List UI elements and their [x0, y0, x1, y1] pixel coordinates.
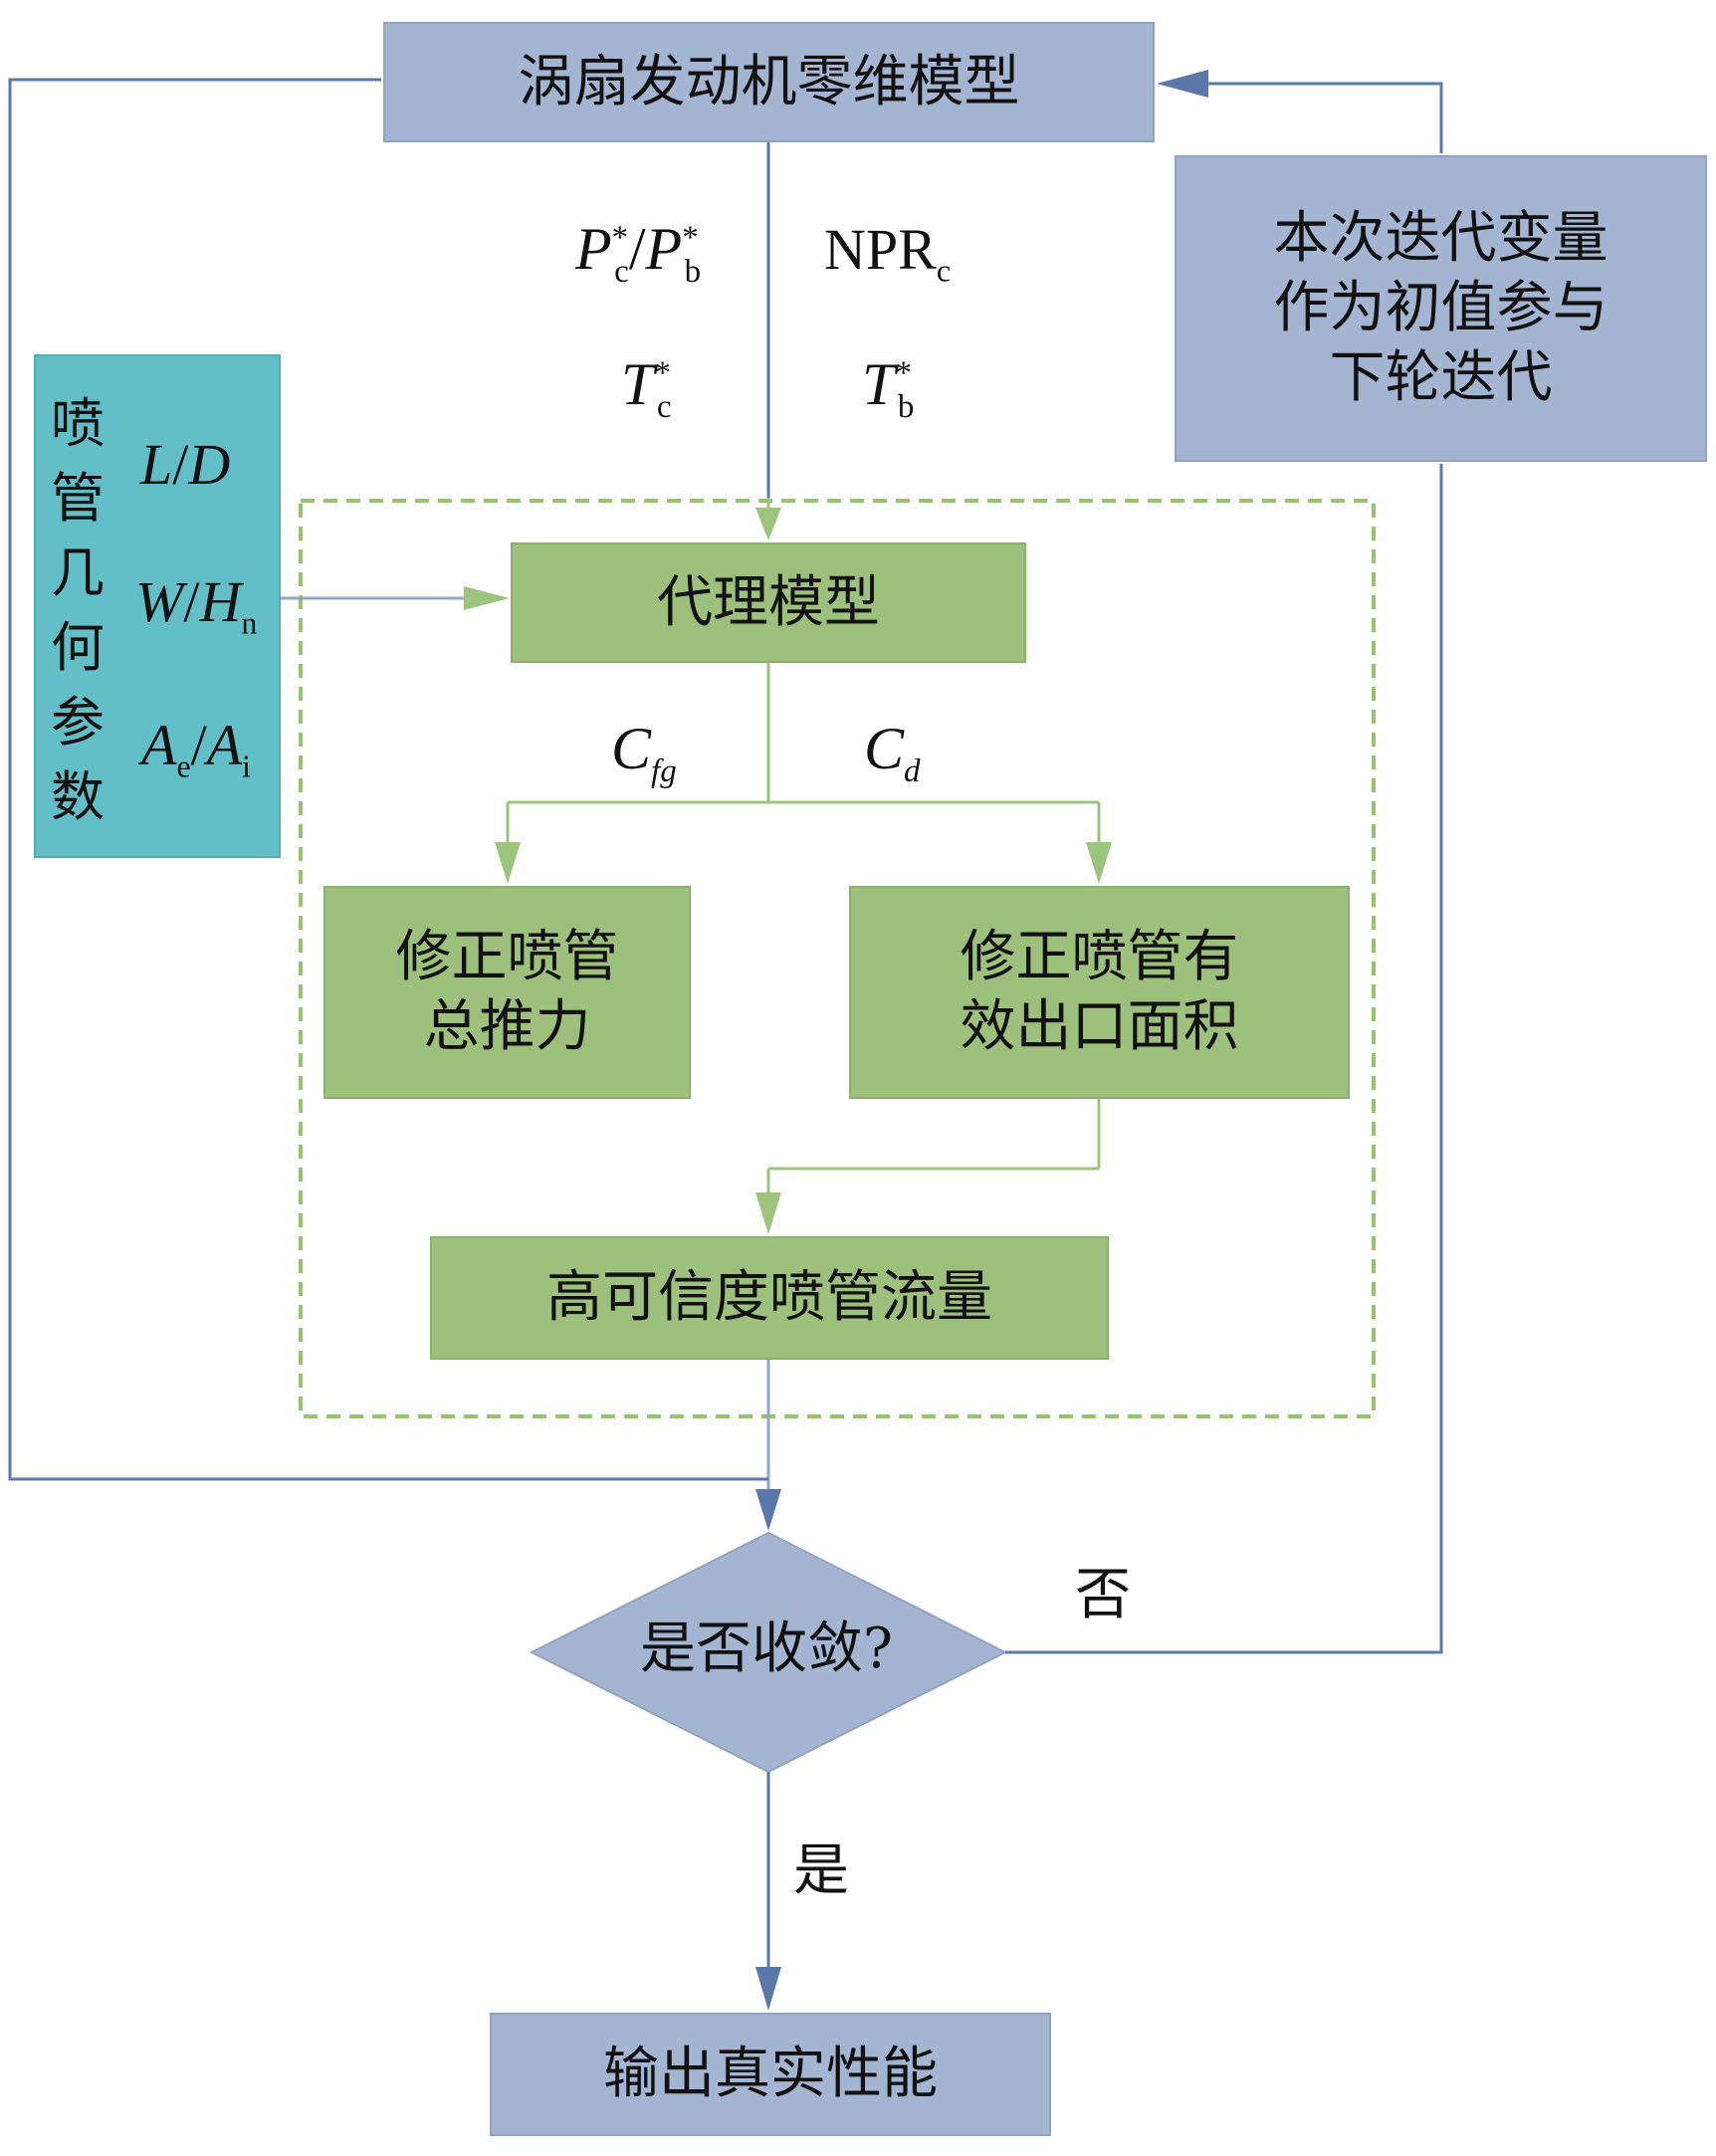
- arrow-to-flow: [755, 1192, 781, 1234]
- engine-bypass-line: [8, 78, 768, 1481]
- geometry-title-char: 数: [51, 765, 105, 828]
- geometry-params-box[interactable]: 喷 管 几 何 参 数 L/D W/Hn Ae/Ai: [34, 354, 281, 858]
- geometry-title-char: 管: [51, 467, 105, 530]
- param-area-ratio: Ae/Ai: [141, 713, 252, 784]
- iteration-vars-box[interactable]: 本次迭代变量 作为初值参与 下轮迭代: [1175, 155, 1707, 462]
- no-branch-label: 否: [1075, 1565, 1131, 1626]
- corrected-thrust-box[interactable]: 修正喷管 总推力: [323, 886, 691, 1099]
- npr-label: NPRc: [824, 217, 951, 289]
- surrogate-model-box[interactable]: 代理模型: [511, 542, 1026, 663]
- geometry-title-char: 参: [51, 691, 105, 754]
- pressure-ratio-label: P*c/P*b: [575, 216, 702, 290]
- surrogate-boundary: [299, 499, 1376, 1418]
- geometry-title-char: 何: [51, 616, 105, 679]
- param-length-diameter: L/D: [140, 432, 231, 497]
- arrow-geometry: [464, 586, 510, 610]
- corrected-area-box[interactable]: 修正喷管有 效出口面积: [849, 886, 1350, 1099]
- engine-model-box[interactable]: 涡扇发动机零维模型: [383, 22, 1155, 142]
- output-label: 输出真实性能: [603, 2042, 938, 2106]
- geometry-params-title: 喷 管 几 何 参 数: [50, 386, 106, 834]
- iteration-to-engine-line: [1204, 82, 1443, 153]
- converged-question-label: 是否收敛?: [639, 1617, 894, 1681]
- param-width-height: W/Hn: [135, 569, 258, 641]
- nozzle-flow-box[interactable]: 高可信度喷管流量: [430, 1236, 1109, 1360]
- corrected-thrust-label: 修正喷管 总推力: [395, 925, 619, 1059]
- arrow-to-thrust: [495, 842, 521, 884]
- yes-branch-label: 是: [793, 1840, 849, 1902]
- no-branch-line: [1005, 464, 1443, 1654]
- thrust-coefficient-label: Cfg: [611, 716, 677, 789]
- arrow-to-area: [1086, 842, 1112, 884]
- arrow-to-output: [755, 1967, 781, 2011]
- engine-model-label: 涡扇发动机零维模型: [518, 49, 1020, 114]
- iteration-vars-label: 本次迭代变量 作为初值参与 下轮迭代: [1273, 206, 1609, 410]
- discharge-coefficient-label: Cd: [864, 716, 921, 789]
- geometry-title-char: 几: [51, 541, 105, 604]
- surrogate-model-label: 代理模型: [657, 569, 880, 635]
- geometry-title-char: 喷: [51, 392, 105, 455]
- temperature-c-label: T*c: [621, 351, 672, 425]
- nozzle-flow-label: 高可信度喷管流量: [546, 1265, 992, 1330]
- arrow-into-decision: [755, 1489, 781, 1531]
- temperature-b-label: T*b: [862, 351, 915, 425]
- arrow-into-surrogate: [755, 508, 781, 540]
- corrected-area-label: 修正喷管有 效出口面积: [960, 925, 1239, 1059]
- arrow-into-engine: [1157, 70, 1208, 98]
- output-box[interactable]: 输出真实性能: [490, 2013, 1051, 2136]
